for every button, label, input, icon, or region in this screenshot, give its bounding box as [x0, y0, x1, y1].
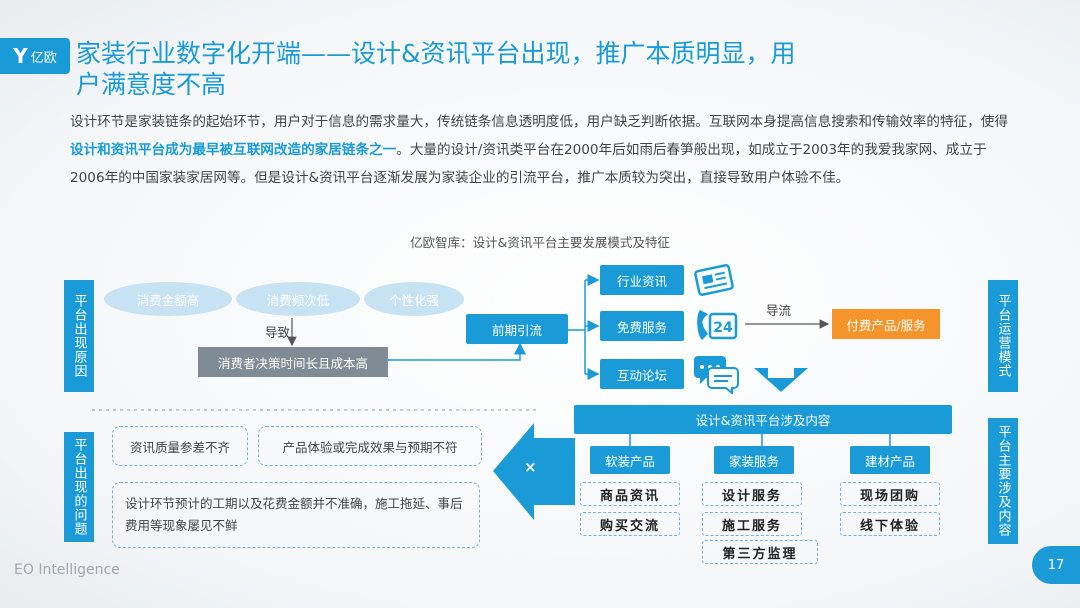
page-title: 家装行业数字化开端——设计&资讯平台出现，推广本质明显，用户满意度不高: [76, 39, 796, 99]
cause-personalization: 个性化强: [364, 282, 464, 316]
left-arrow-icon: [493, 423, 575, 520]
footer-brand: EO Intelligence: [14, 562, 120, 578]
channel-forum: 互动论坛: [600, 359, 684, 389]
category-building-materials: 建材产品: [850, 446, 930, 474]
problem-quality: 资讯质量参差不齐: [112, 426, 248, 466]
24h-phone-icon: 24: [692, 304, 740, 346]
cross-mark-icon: ×: [524, 458, 537, 476]
paragraph-part2: 。大量的设计/资讯类平台在2000年后如雨后春笋般出现，如成立于2003年的我爱…: [70, 142, 987, 186]
y-logo-icon: Y: [13, 44, 28, 68]
cause-arrow-label: 导致: [265, 325, 291, 340]
item-product-news: 商品资讯: [580, 482, 680, 506]
item-construction-service: 施工服务: [702, 512, 802, 536]
paragraph-part1: 设计环节是家装链条的起始环节，用户对于信息的需求量大，传统链条信息透明度低，用户…: [70, 114, 1008, 130]
newspaper-icon: [692, 262, 736, 298]
item-design-service: 设计服务: [702, 482, 802, 506]
sidebar-operation-mode: 平台运营模式: [988, 280, 1018, 392]
yiou-logo: Y 亿欧: [0, 38, 70, 74]
cause-high-spend: 消费金额高: [104, 282, 232, 316]
problem-schedule-cost: 设计环节预计的工期以及花费金额并不准确，施工拖延、事后费用等现象屡见不鲜: [112, 482, 480, 548]
channel-industry-news: 行业资讯: [600, 265, 684, 295]
page-number: 17: [1032, 546, 1080, 584]
chat-bubble-icon: [692, 352, 740, 394]
channel-free-service: 免费服务: [600, 311, 684, 341]
diagram-caption: 亿欧智库：设计&资讯平台主要发展模式及特征: [410, 235, 670, 250]
cause-low-frequency: 消费频次低: [236, 282, 360, 316]
svg-text:24: 24: [713, 320, 733, 336]
cause-result-box: 消费者决策时间长且成本高: [198, 347, 388, 377]
paragraph-highlight: 设计和资讯平台成为最早被互联网改造的家居链条之一: [70, 142, 397, 158]
down-arrow-icon: [754, 368, 808, 392]
category-decoration-service: 家装服务: [714, 446, 794, 474]
problem-expectation: 产品体验或完成效果与预期不符: [258, 426, 482, 466]
sidebar-main-content: 平台主要涉及内容: [988, 418, 1018, 544]
category-soft-furnishing: 软装产品: [590, 446, 670, 474]
paid-product-box: 付费产品/服务: [832, 309, 940, 339]
logo-text: 亿欧: [30, 50, 57, 66]
item-onsite-groupbuy: 现场团购: [840, 482, 940, 506]
item-offline-experience: 线下体验: [840, 512, 940, 536]
item-purchase-exchange: 购买交流: [580, 512, 680, 536]
sidebar-problems: 平台出现的问题: [64, 432, 94, 542]
intro-paragraph: 设计环节是家装链条的起始环节，用户对于信息的需求量大，传统链条信息透明度低，用户…: [70, 108, 1020, 192]
item-third-party-supervision: 第三方监理: [702, 540, 818, 564]
sidebar-causes: 平台出现原因: [64, 280, 94, 392]
involves-header: 设计&资讯平台涉及内容: [574, 405, 952, 434]
early-traffic-box: 前期引流: [466, 314, 568, 344]
divert-label: 导流: [766, 303, 792, 318]
